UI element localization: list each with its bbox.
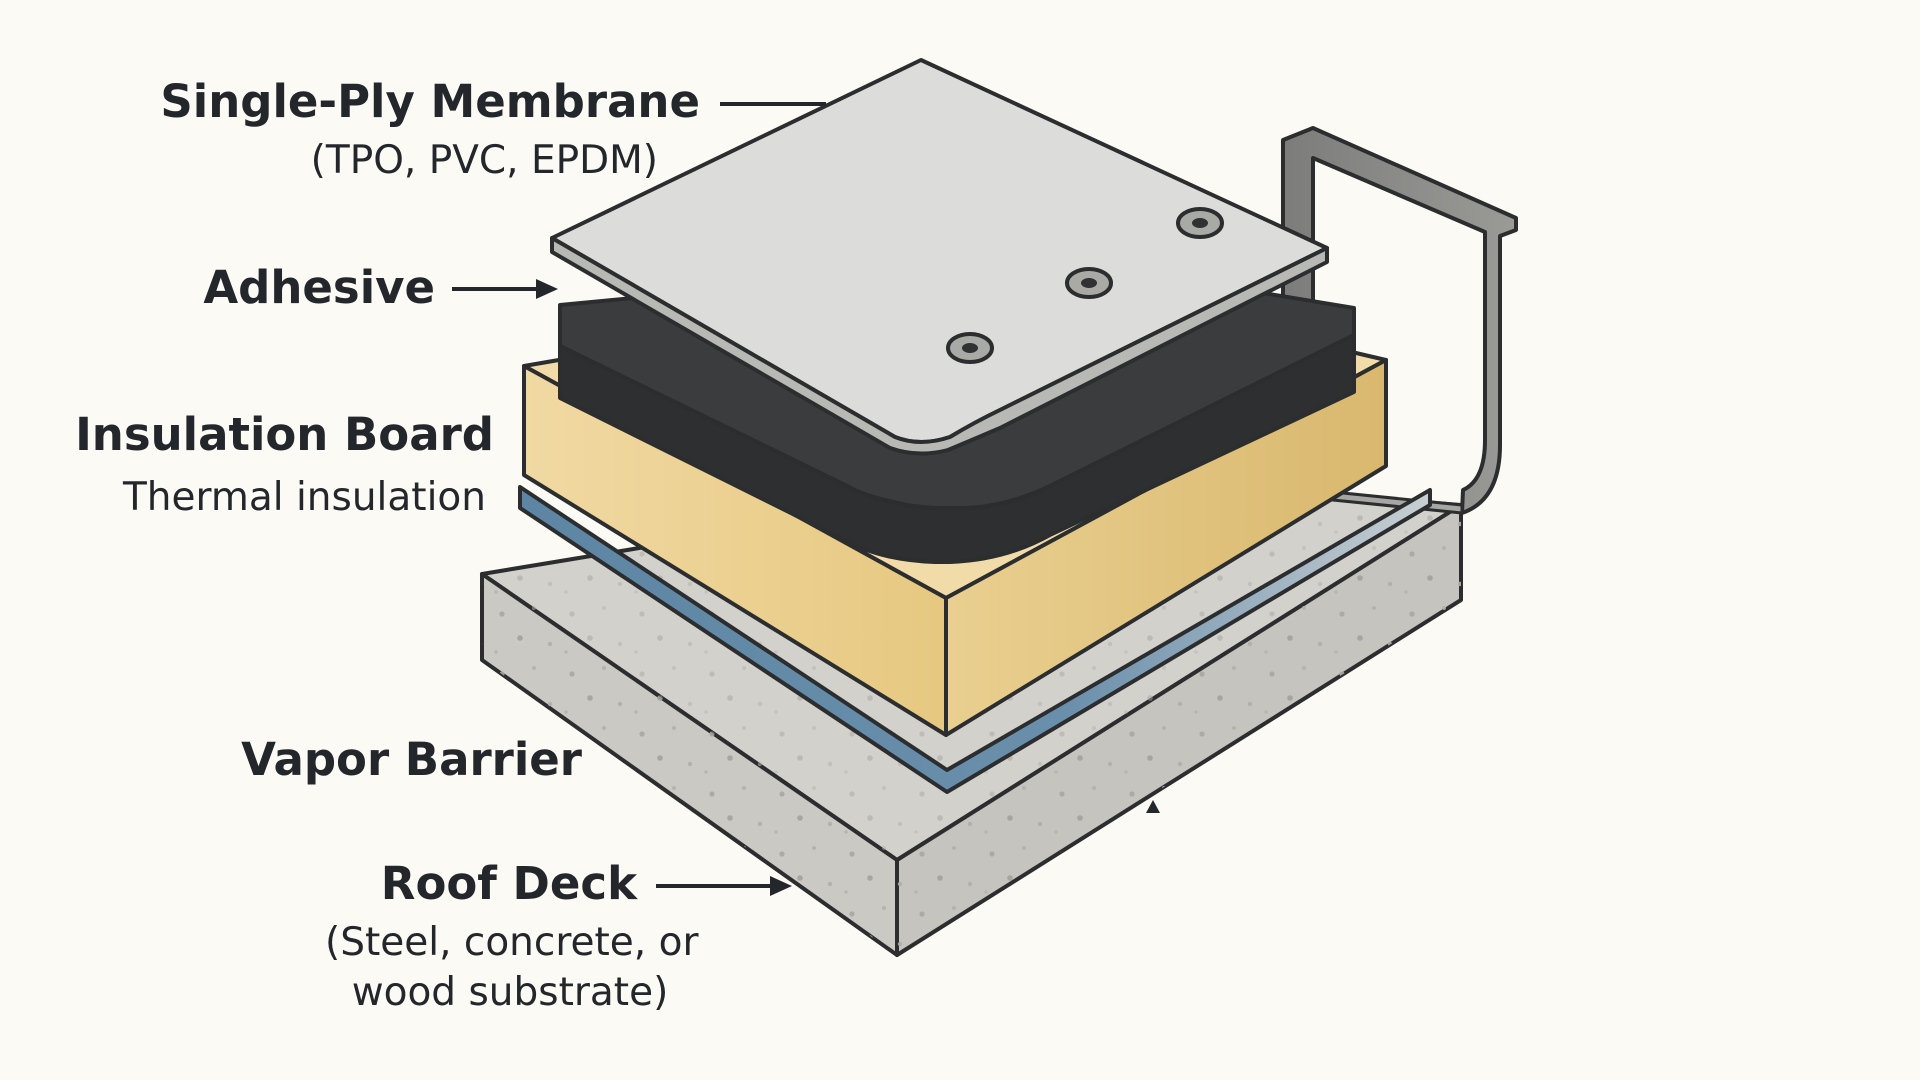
vapor-barrier-sheet bbox=[518, 485, 1432, 794]
leader-lines bbox=[452, 102, 826, 896]
insulation-subtitle: Thermal insulation bbox=[122, 475, 486, 520]
membrane-title: Single-Ply Membrane bbox=[160, 75, 700, 128]
roof-deck-subtitle-line2: wood substrate) bbox=[351, 970, 669, 1015]
adhesive-title: Adhesive bbox=[203, 261, 435, 314]
membrane-fastener bbox=[1176, 207, 1224, 239]
vapor-barrier-title: Vapor Barrier bbox=[241, 733, 582, 786]
roof-deck-title: Roof Deck bbox=[380, 857, 637, 910]
vapor-barrier-layer bbox=[518, 485, 1432, 794]
adhesive-arrowhead bbox=[536, 279, 558, 299]
roof-deck-texture-right bbox=[897, 505, 1461, 955]
membrane-edge bbox=[550, 236, 1329, 456]
single-ply-membrane-layer bbox=[550, 58, 1329, 456]
roof-deck-arrowhead bbox=[770, 876, 792, 896]
membrane-fastener bbox=[946, 332, 994, 364]
roof-deck-texture-left bbox=[482, 574, 897, 955]
membrane-subtitle: (TPO, PVC, EPDM) bbox=[310, 138, 658, 183]
roof-deck-indicator-arrow bbox=[1146, 800, 1160, 813]
membrane-fastener bbox=[1065, 267, 1113, 299]
adhesive-front-face bbox=[558, 333, 1356, 564]
roof-deck-subtitle-line1: (Steel, concrete, or bbox=[325, 920, 699, 965]
insulation-title: Insulation Board bbox=[75, 408, 494, 461]
